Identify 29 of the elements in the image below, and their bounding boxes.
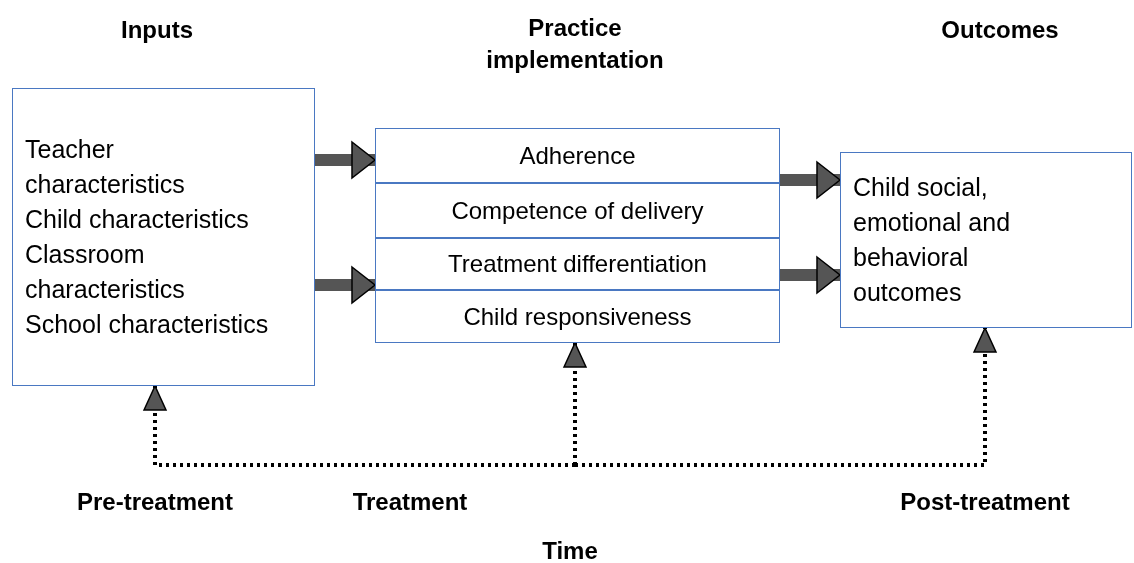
axis-title: Time xyxy=(541,536,599,563)
text-box xyxy=(375,238,780,290)
column-heading: Inputs xyxy=(120,15,194,45)
text-box xyxy=(12,88,315,386)
dotted-arrow xyxy=(143,385,575,467)
box-text: School characteristics xyxy=(25,309,269,340)
block-arrow xyxy=(780,256,841,294)
text-box xyxy=(840,152,1132,328)
box-text: Competence of delivery xyxy=(451,195,704,226)
box-text: Child characteristics xyxy=(25,204,249,235)
box-text: Teacher characteristics xyxy=(25,134,186,200)
box-text: Classroom characteristics xyxy=(25,239,186,305)
column-heading: Outcomes xyxy=(940,15,1060,45)
block-arrow xyxy=(315,266,376,304)
text-box xyxy=(375,128,780,183)
text-box xyxy=(375,290,780,343)
block-arrow xyxy=(315,141,376,179)
time-label: Pre-treatment xyxy=(75,487,234,517)
time-label: Treatment xyxy=(351,487,469,517)
dotted-arrow xyxy=(575,327,997,467)
dotted-arrow xyxy=(563,342,587,465)
box-text: Treatment differentiation xyxy=(448,249,707,279)
text-box xyxy=(375,183,780,238)
time-label: Post-treatment xyxy=(899,487,1071,517)
box-text: Child responsiveness xyxy=(463,301,692,332)
box-text: Child social, emotional and behavioral outcomes xyxy=(853,172,1012,308)
column-heading: Practice implementation xyxy=(485,13,665,75)
box-text: Adherence xyxy=(519,140,636,171)
block-arrow xyxy=(780,161,841,199)
